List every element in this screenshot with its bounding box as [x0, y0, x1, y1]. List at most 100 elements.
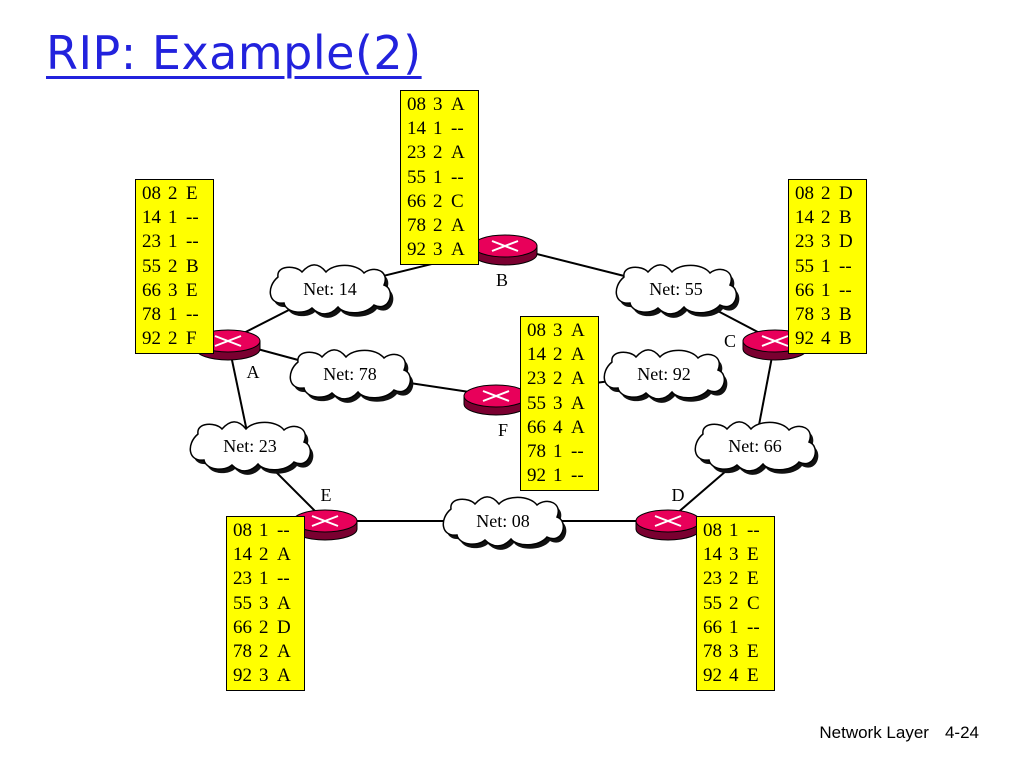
hop-count: 2: [729, 568, 739, 590]
next-router: --: [839, 255, 852, 277]
destination-net: 66: [407, 190, 426, 212]
hop-count: 2: [259, 616, 269, 638]
network-08-label: Net: 08: [476, 511, 530, 531]
network-14-cloud: Net: 14: [269, 264, 394, 318]
destination-net: 14: [142, 207, 161, 229]
hop-count: 1: [553, 465, 563, 487]
slide-title: RIP: Example(2): [46, 26, 422, 80]
next-router: B: [839, 304, 852, 326]
hop-count: 1: [168, 304, 178, 326]
footer-section-title: Network Layer: [819, 723, 929, 742]
destination-net: 14: [407, 118, 426, 140]
router-a-label: A: [247, 362, 260, 382]
network-14-label: Net: 14: [303, 279, 357, 299]
next-router: A: [277, 592, 291, 614]
next-router: --: [186, 304, 199, 326]
hop-count: 1: [729, 616, 739, 638]
hop-count: 2: [553, 368, 563, 390]
next-router: E: [747, 544, 759, 566]
destination-net: 92: [527, 465, 546, 487]
routing-entry: 66 1 --: [703, 616, 769, 640]
hop-count: 2: [168, 183, 178, 204]
destination-net: 08: [703, 520, 722, 541]
next-router: --: [747, 616, 760, 638]
network-78-label: Net: 78: [323, 364, 377, 384]
next-router: B: [186, 255, 199, 277]
network-08-cloud: Net: 08: [442, 496, 567, 550]
hop-count: 3: [259, 665, 269, 687]
hop-count: 2: [433, 190, 443, 212]
destination-net: 78: [407, 215, 426, 237]
destination-net: 55: [527, 392, 546, 414]
hop-count: 1: [729, 520, 739, 541]
hop-count: 3: [821, 304, 831, 326]
hop-count: 3: [729, 544, 739, 566]
next-router: E: [747, 641, 759, 663]
destination-net: 92: [407, 239, 426, 261]
hop-count: 2: [259, 641, 269, 663]
next-router: A: [571, 392, 585, 414]
destination-net: 23: [407, 142, 426, 164]
next-router: E: [747, 568, 759, 590]
destination-net: 23: [795, 231, 814, 253]
network-66-cloud: Net: 66: [694, 421, 819, 475]
next-router: E: [186, 279, 198, 301]
next-router: F: [186, 328, 197, 350]
hop-count: 2: [259, 544, 269, 566]
next-router: A: [571, 320, 585, 341]
destination-net: 08: [233, 520, 252, 541]
router-d-label: D: [672, 485, 685, 505]
destination-net: 14: [233, 544, 252, 566]
next-router: D: [839, 231, 853, 253]
destination-net: 14: [527, 344, 546, 366]
next-router: A: [277, 641, 291, 663]
destination-net: 78: [703, 641, 722, 663]
next-router: --: [571, 441, 584, 463]
routing-entry: 78 1 --: [142, 303, 208, 327]
router-e-label: E: [321, 485, 332, 505]
hop-count: 1: [259, 568, 269, 590]
destination-net: 66: [795, 279, 814, 301]
next-router: A: [277, 544, 291, 566]
destination-net: 66: [703, 616, 722, 638]
hop-count: 4: [729, 665, 739, 687]
destination-net: 23: [142, 231, 161, 253]
next-router: A: [451, 215, 465, 237]
hop-count: 1: [168, 231, 178, 253]
next-router: --: [451, 118, 464, 140]
hop-count: 1: [553, 441, 563, 463]
next-router: --: [277, 520, 290, 541]
next-router: A: [451, 142, 465, 164]
next-router: D: [277, 616, 291, 638]
hop-count: 1: [433, 118, 443, 140]
next-router: C: [451, 190, 464, 212]
destination-net: 78: [142, 304, 161, 326]
next-router: A: [571, 368, 585, 390]
hop-count: 1: [168, 207, 178, 229]
